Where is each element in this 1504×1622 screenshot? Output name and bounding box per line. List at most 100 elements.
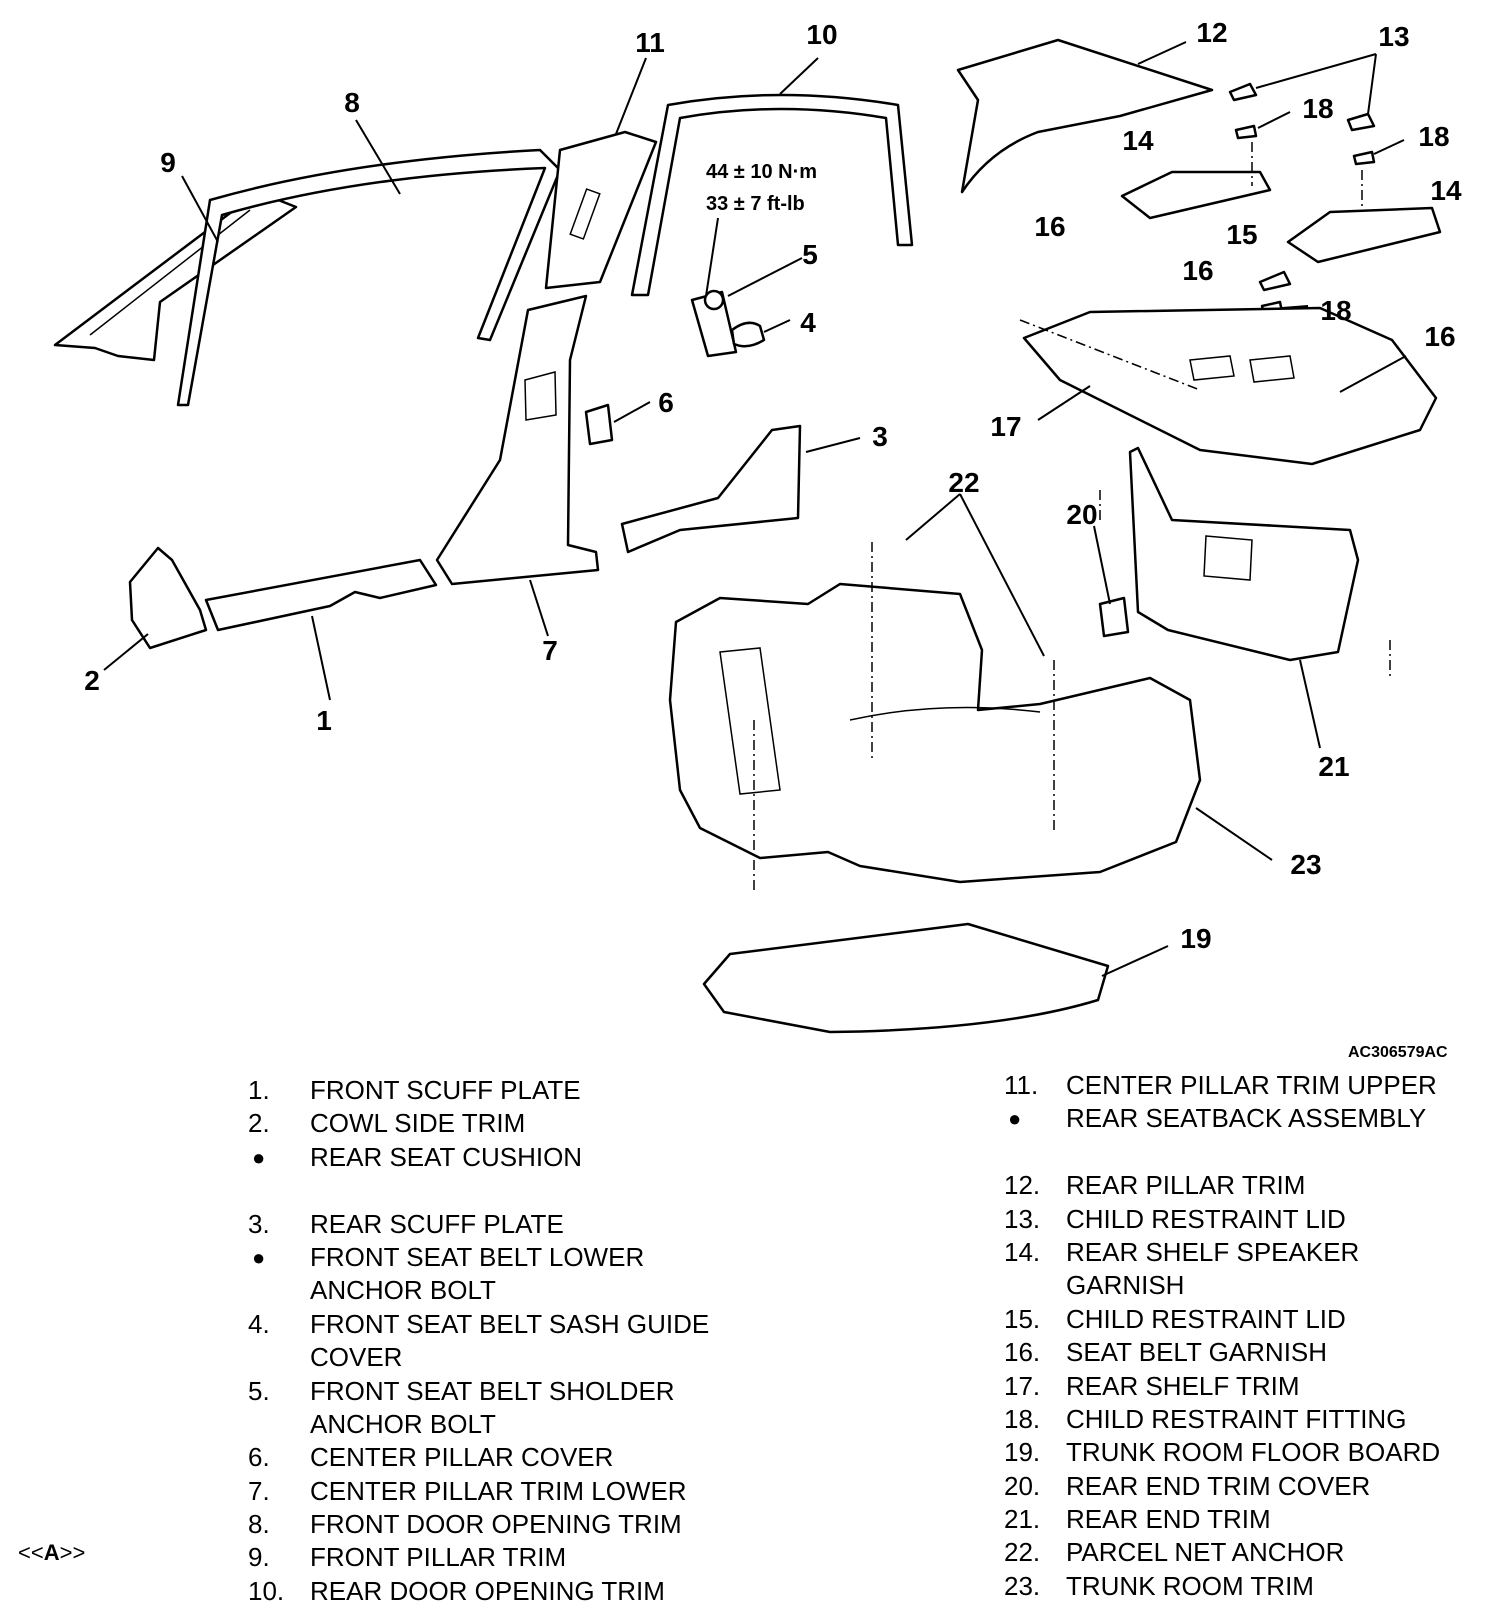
legend-number: 4. — [248, 1308, 270, 1339]
legend-row: 22.PARCEL NET ANCHOR — [1004, 1536, 1440, 1569]
legend-row: 1. FRONT SCUFF PLATE — [248, 1074, 709, 1107]
assembly-reference-lines — [753, 142, 1391, 890]
callout-21: 21 — [1318, 751, 1349, 782]
legend-number: 8. — [248, 1509, 270, 1540]
legend-number: 18. — [1004, 1403, 1041, 1434]
callout-20: 20 — [1066, 499, 1097, 530]
legend-row: 2. COWL SIDE TRIM — [248, 1107, 709, 1140]
leader-lines — [103, 41, 1407, 977]
legend-text: FRONT SCUFF PLATE — [310, 1075, 581, 1105]
legend-text: PARCEL NET ANCHOR — [1066, 1537, 1345, 1568]
legend-text: FRONT SEAT BELT SASH GUIDE — [310, 1308, 710, 1339]
legend-row: 21. REAR END TRIM — [1004, 1503, 1440, 1536]
seat-belt-anchor-part — [690, 289, 738, 358]
legend-text: TRUNK ROOM FLOOR BOARD — [1066, 1437, 1441, 1468]
legend-bullet: ● — [252, 1244, 266, 1270]
rear-shelf-speaker-garnish-parts — [1120, 170, 1442, 264]
legend-row: 5. FRONT SEAT BELT SHOLDER — [248, 1375, 709, 1408]
rear-scuff-plate-part — [620, 424, 802, 554]
legend-number: 20. — [1004, 1470, 1041, 1501]
callout-14-left: 14 — [1122, 125, 1154, 156]
legend-row: 16. SEAT BELT GARNISH — [1004, 1336, 1440, 1369]
callout-18-right: 18 — [1418, 121, 1449, 152]
legend-text: REAR DOOR OPENING TRIM — [310, 1575, 665, 1606]
legend-row: GARNISH — [1004, 1269, 1440, 1302]
section-marker-open: << — [18, 1540, 44, 1565]
legend-number: 14. — [1004, 1236, 1041, 1267]
front-pillar-trim-part — [53, 190, 298, 362]
callout-17: 17 — [990, 411, 1021, 442]
callout-16-left: 16 — [1034, 211, 1065, 242]
legend-number: 11. — [1004, 1070, 1039, 1100]
legend-number: 2. — [248, 1108, 270, 1139]
callout-19: 19 — [1180, 923, 1211, 954]
legend-text: TRUNK ROOM TRIM — [1066, 1570, 1314, 1601]
front-scuff-plate-part — [204, 558, 438, 632]
legend-text: SEAT BELT GARNISH — [1066, 1337, 1328, 1368]
sash-guide-cover-part — [730, 321, 766, 348]
callout-12: 12 — [1196, 17, 1227, 48]
legend-row: 7.CENTER PILLAR TRIM LOWER — [248, 1475, 709, 1508]
callout-23: 23 — [1290, 849, 1321, 880]
section-marker-letter: A — [43, 1540, 60, 1565]
legend-row: 3.REAR SCUFF PLATE — [248, 1208, 709, 1241]
callout-1: 1 — [316, 705, 332, 736]
legend-text: CENTER PILLAR COVER — [310, 1442, 614, 1473]
legend-text: REAR SEATBACK ASSEMBLY — [1066, 1103, 1427, 1134]
callout-5: 5 — [802, 239, 818, 270]
legend-row: ANCHOR BOLT — [248, 1408, 709, 1441]
legend-number: 13. — [1004, 1203, 1041, 1234]
parts-legend-left: 1.FRONT SCUFF PLATE 2.COWL SIDE TRIM ●RE… — [248, 1074, 709, 1608]
legend-row: ANCHOR BOLT — [248, 1274, 709, 1307]
rear-end-trim-cover-part — [1098, 596, 1130, 638]
legend-number: 19. — [1004, 1437, 1041, 1468]
callout-6: 6 — [658, 387, 674, 418]
legend-text: REAR SHELF SPEAKER — [1066, 1236, 1360, 1267]
section-marker: <<A>> — [18, 1540, 85, 1566]
callout-4: 4 — [800, 307, 816, 338]
front-door-opening-trim-part — [176, 148, 562, 407]
callout-13: 13 — [1378, 21, 1409, 52]
legend-text: COWL SIDE TRIM — [310, 1108, 526, 1139]
legend-row: 10. REAR DOOR OPENING TRIM — [248, 1575, 709, 1608]
legend-number: 3. — [248, 1208, 270, 1239]
legend-text: COVER — [310, 1342, 403, 1373]
legend-bullet: ● — [1008, 1106, 1022, 1132]
callout-18-lower: 18 — [1320, 295, 1351, 326]
legend-row: ● REAR SEATBACK ASSEMBLY — [1004, 1102, 1440, 1135]
rear-shelf-trim-part — [1022, 306, 1438, 466]
legend-text: FRONT DOOR OPENING TRIM — [310, 1509, 682, 1540]
legend-row: 4. FRONT SEAT BELT SASH GUIDE — [248, 1308, 709, 1341]
legend-text: FRONT SEAT BELT SHOLDER — [310, 1375, 675, 1406]
legend-row: 13. CHILD RESTRAINT LID — [1004, 1203, 1440, 1236]
legend-row: 17.REAR SHELF TRIM — [1004, 1370, 1440, 1403]
parts-legend-right: 11. CENTER PILLAR TRIM UPPER ● REAR SEATBA… — [1004, 1069, 1440, 1603]
legend-bullet: ● — [252, 1144, 266, 1170]
torque-spec-metric: 44 ± 10 N·m — [706, 161, 817, 183]
rear-end-trim-part — [1128, 446, 1360, 662]
legend-number: 21. — [1004, 1504, 1041, 1535]
legend-number: 1. — [248, 1075, 270, 1105]
legend-row: 6.CENTER PILLAR COVER — [248, 1441, 709, 1474]
reference-code: AC306579AC — [1348, 1044, 1448, 1061]
callout-3: 3 — [872, 421, 888, 452]
exploded-parts-diagram: 1 2 3 4 5 6 7 8 9 10 11 12 13 14 14 15 1… — [53, 17, 1462, 1034]
callout-7: 7 — [542, 635, 558, 666]
legend-row: 9.FRONT PILLAR TRIM — [248, 1541, 709, 1574]
callout-14-right: 14 — [1430, 175, 1462, 206]
legend-row: 14. REAR SHELF SPEAKER — [1004, 1236, 1440, 1269]
legend-text: REAR END TRIM — [1066, 1504, 1271, 1535]
legend-text: CENTER PILLAR TRIM UPPER — [1066, 1070, 1437, 1100]
callout-9: 9 — [160, 147, 176, 178]
legend-text: GARNISH — [1066, 1270, 1185, 1301]
legend-number: 16. — [1004, 1337, 1041, 1368]
rear-pillar-trim-part — [956, 38, 1214, 194]
legend-text: CHILD RESTRAINT LID — [1066, 1203, 1346, 1234]
legend-row: ●REAR SEAT CUSHION — [248, 1141, 709, 1174]
legend-row: 18. CHILD RESTRAINT FITTING — [1004, 1403, 1440, 1436]
legend-text: CHILD RESTRAINT FITTING — [1066, 1403, 1407, 1434]
legend-number: 5. — [248, 1375, 270, 1406]
torque-spec-imperial: 33 ± 7 ft-lb — [706, 193, 805, 215]
legend-number: 10. — [248, 1575, 285, 1606]
legend-row: COVER — [248, 1341, 709, 1374]
